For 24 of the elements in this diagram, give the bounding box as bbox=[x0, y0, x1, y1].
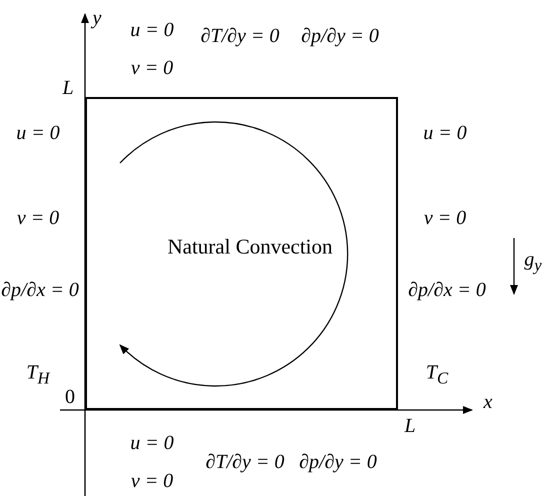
boundary-condition: ∂T/∂y = 0 bbox=[200, 26, 280, 46]
boundary-condition: ∂T/∂y = 0 bbox=[206, 452, 284, 472]
axis-label: y bbox=[92, 8, 102, 28]
boundary-condition: v = 0 bbox=[130, 58, 174, 78]
origin-label: 0 bbox=[65, 387, 75, 407]
length-label: L bbox=[404, 416, 416, 436]
boundary-condition: v = 0 bbox=[130, 471, 174, 491]
boundary-condition: u = 0 bbox=[16, 123, 60, 143]
cavity-square bbox=[85, 97, 398, 410]
cavity-label: Natural Convection bbox=[167, 234, 333, 260]
boundary-condition: ∂p/∂x = 0 bbox=[1, 280, 79, 300]
boundary-condition: u = 0 bbox=[423, 123, 467, 143]
boundary-condition: ∂p/∂x = 0 bbox=[408, 280, 486, 300]
boundary-condition: u = 0 bbox=[130, 20, 174, 40]
boundary-condition: ∂p/∂y = 0 bbox=[301, 26, 379, 46]
temperature-label: T$_{H}$ bbox=[26, 362, 50, 388]
boundary-condition: u = 0 bbox=[130, 433, 174, 453]
temperature-label: T$_{C}$ bbox=[426, 362, 448, 388]
axis-label: x bbox=[484, 392, 492, 412]
length-label: L bbox=[62, 78, 74, 98]
boundary-condition: v = 0 bbox=[424, 208, 466, 228]
boundary-condition: v = 0 bbox=[16, 208, 60, 228]
boundary-condition: ∂p/∂y = 0 bbox=[299, 452, 377, 472]
gravity-label: g$_{y}$ bbox=[524, 250, 542, 274]
